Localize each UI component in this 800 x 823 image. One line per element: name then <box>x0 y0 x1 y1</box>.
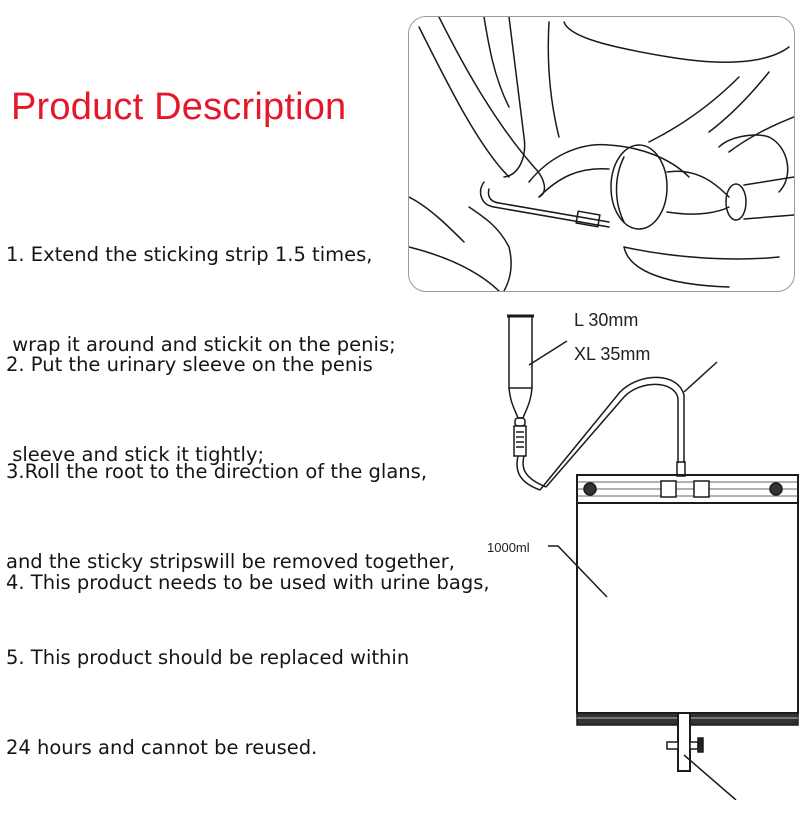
application-illustration <box>408 16 795 292</box>
step-5-line-2: 24 hours and cannot be reused. <box>6 736 318 759</box>
size-label-xl: XL 35mm <box>574 344 651 364</box>
step-5: 5. This product should be replaced withi… <box>6 583 409 823</box>
bag-volume-label: 1000ml <box>487 540 530 555</box>
tube-drawing <box>516 455 541 491</box>
step-3: 3.Roll the root to the direction of the … <box>6 397 455 637</box>
sleeve-drawing <box>507 314 568 457</box>
step-2: 2. Put the urinary sleeve on the penis s… <box>6 290 373 530</box>
step-5-line-1: 5. This product should be replaced withi… <box>6 646 410 669</box>
step-1-line-1: 1. Extend the sticking strip 1.5 times, <box>6 243 373 266</box>
step-2-line-1: 2. Put the urinary sleeve on the penis <box>6 353 373 376</box>
urine-bag-drawing <box>548 461 799 800</box>
step-1: 1. Extend the sticking strip 1.5 times, … <box>6 180 396 420</box>
step-4: 4. This product needs to be used with ur… <box>6 508 490 658</box>
step-4-line-1: 4. This product needs to be used with ur… <box>6 571 490 594</box>
step-3-line-2: and the sticky stripswill be removed tog… <box>6 550 455 573</box>
step-3-line-1: 3.Roll the root to the direction of the … <box>6 460 428 483</box>
size-label-l: L 30mm <box>574 310 639 330</box>
page-title: Product Description <box>11 86 347 128</box>
step-2-line-2: sleeve and stick it tightly; <box>6 443 265 466</box>
step-1-line-2: wrap it around and stickit on the penis; <box>6 333 396 356</box>
